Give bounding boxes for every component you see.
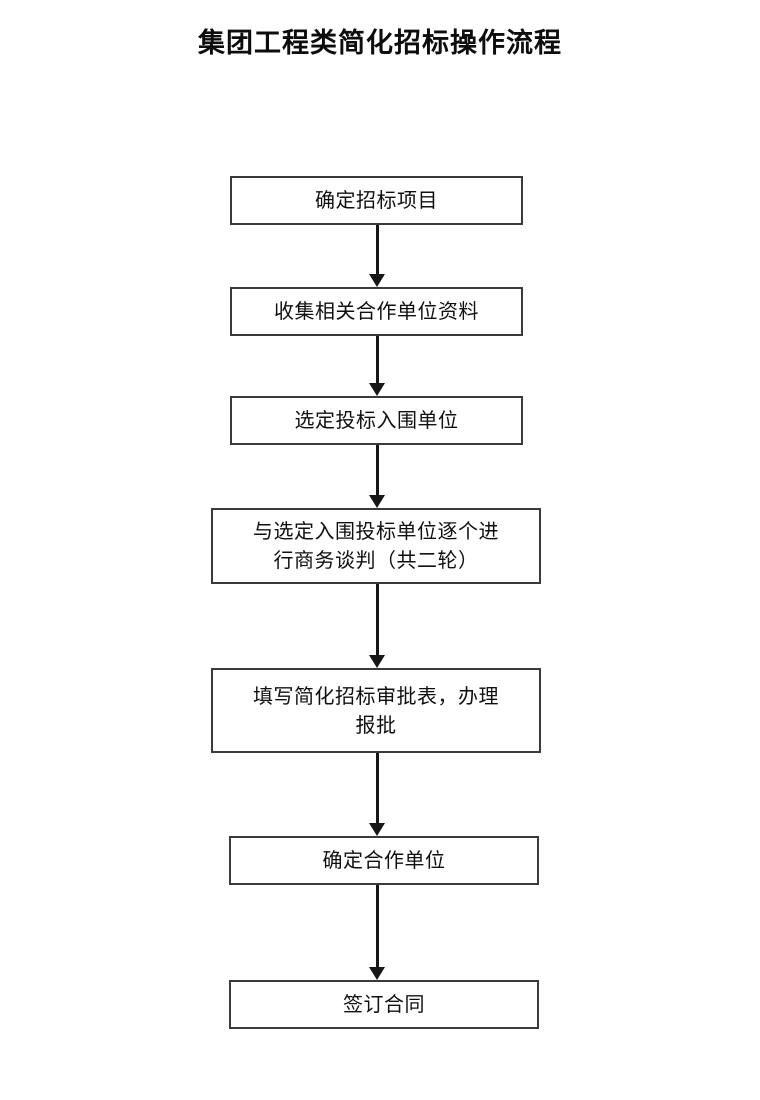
flow-node-4: 与选定入围投标单位逐个进 行商务谈判（共二轮） bbox=[211, 508, 541, 584]
flow-node-5-label: 填写简化招标审批表，办理 报批 bbox=[253, 683, 499, 737]
flow-node-7-label: 签订合同 bbox=[343, 992, 425, 1016]
flow-node-1: 确定招标项目 bbox=[230, 176, 523, 225]
flow-connector-5-arrow bbox=[366, 753, 388, 836]
connector-line bbox=[375, 584, 379, 656]
flow-node-7: 签订合同 bbox=[229, 980, 539, 1029]
flow-connector-4-arrow bbox=[366, 584, 388, 668]
flow-connector-2-arrow bbox=[366, 336, 388, 396]
flow-node-2-label: 收集相关合作单位资料 bbox=[274, 299, 479, 323]
connector-line bbox=[375, 753, 379, 824]
arrow-down-icon bbox=[369, 823, 385, 836]
arrow-down-icon bbox=[369, 274, 385, 287]
connector-line bbox=[375, 445, 379, 496]
connector-line bbox=[375, 885, 379, 968]
arrow-down-icon bbox=[369, 495, 385, 508]
flow-connector-1-arrow bbox=[366, 225, 388, 287]
flow-node-3-label: 选定投标入围单位 bbox=[294, 408, 459, 432]
flow-node-6-label: 确定合作单位 bbox=[322, 848, 446, 872]
page-title: 集团工程类简化招标操作流程 bbox=[198, 28, 562, 59]
arrow-down-icon bbox=[369, 655, 385, 668]
flow-node-1-label: 确定招标项目 bbox=[315, 188, 438, 212]
connector-line bbox=[375, 336, 379, 384]
arrow-down-icon bbox=[369, 383, 385, 396]
connector-line bbox=[375, 225, 379, 275]
flow-node-3: 选定投标入围单位 bbox=[230, 396, 523, 445]
arrow-down-icon bbox=[369, 967, 385, 980]
flow-node-2: 收集相关合作单位资料 bbox=[230, 287, 523, 336]
flow-node-6: 确定合作单位 bbox=[229, 836, 539, 885]
flow-node-5: 填写简化招标审批表，办理 报批 bbox=[211, 668, 541, 753]
flow-connector-3-arrow bbox=[366, 445, 388, 508]
flow-connector-6-arrow bbox=[366, 885, 388, 980]
flow-node-4-label: 与选定入围投标单位逐个进 行商务谈判（共二轮） bbox=[253, 519, 499, 572]
